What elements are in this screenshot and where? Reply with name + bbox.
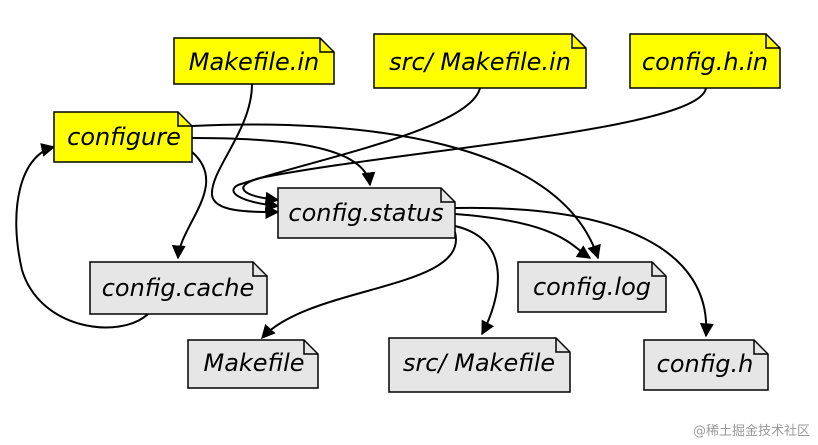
file-label: config.log: [533, 273, 651, 301]
file-node-src-makefile-in: src/ Makefile.in: [373, 33, 587, 89]
file-node-configure: configure: [53, 111, 193, 163]
edge-config-status-to-makefile: [261, 231, 457, 340]
edge-config-cache-to-configure: [15, 143, 149, 329]
file-node-makefile-in: Makefile.in: [173, 37, 335, 85]
watermark: @稀土掘金技术社区: [692, 424, 810, 439]
file-label: configure: [67, 123, 181, 151]
file-label: src/ Makefile: [403, 349, 555, 377]
edge-config-status-to-config-h: [454, 206, 714, 338]
edge-makefile-in-to-config-status: [210, 83, 280, 219]
file-node-src-makefile: src/ Makefile: [388, 337, 571, 393]
file-label: config.status: [288, 199, 443, 227]
file-node-config-cache: config.cache: [89, 261, 268, 315]
edge-config-h-in-to-config-status: [242, 87, 707, 206]
edge-configure-to-config-status: [191, 137, 376, 187]
edge-configure-to-config-cache: [171, 151, 208, 260]
edge-src-makefile-in-to-config-status: [232, 87, 481, 212]
file-node-config-h-in: config.h.in: [629, 33, 781, 89]
edge-config-status-to-src-makefile: [454, 225, 499, 336]
file-node-makefile: Makefile: [187, 339, 319, 389]
file-node-config-log: config.log: [517, 261, 667, 313]
file-label: config.h: [657, 350, 754, 378]
file-label: config.h.in: [642, 48, 768, 76]
edge-config-status-to-config-log: [454, 213, 592, 259]
file-label: config.cache: [102, 274, 255, 302]
file-label: src/ Makefile.in: [389, 48, 571, 76]
file-node-config-h: config.h: [643, 339, 769, 391]
file-label: Makefile: [203, 349, 304, 377]
file-node-config-status: config.status: [277, 187, 456, 239]
edge-configure-to-config-log: [191, 123, 601, 260]
file-label: Makefile.in: [189, 48, 320, 76]
